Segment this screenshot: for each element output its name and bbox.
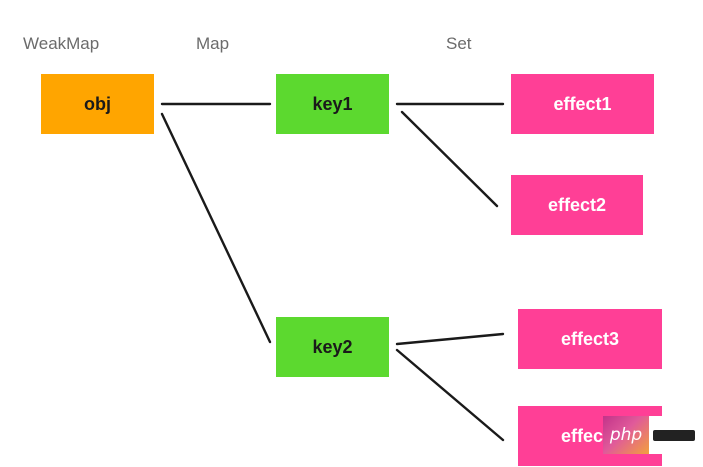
edge-obj-key2 — [160, 112, 272, 344]
node-obj: obj — [41, 74, 154, 134]
watermark: php — [603, 416, 698, 454]
map-label: Map — [196, 34, 230, 53]
node-effect1: effect1 — [511, 74, 654, 134]
edge-key2-effect3 — [395, 332, 505, 346]
node-effect2: effect2 — [511, 175, 643, 235]
node-key2: key2 — [276, 317, 389, 377]
watermark-logo: php — [603, 416, 649, 454]
edge-key2-effect4 — [395, 348, 505, 442]
weakmap-label: WeakMap — [23, 34, 100, 53]
set-label: Set — [446, 34, 472, 53]
watermark-bar — [649, 416, 698, 454]
node-key1: key1 — [276, 74, 389, 134]
node-effect3: effect3 — [518, 309, 662, 369]
watermark-bar-fill — [652, 429, 695, 441]
edge-key1-effect2 — [400, 110, 499, 208]
